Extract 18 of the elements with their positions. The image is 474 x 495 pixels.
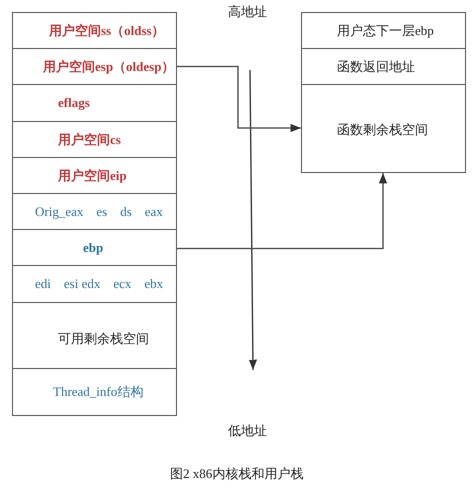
stack-cell: Orig_eax es ds eax (12, 193, 177, 230)
stack-cell: 用户态下一层ebp (301, 12, 466, 49)
stack-cell: eflags (12, 84, 177, 122)
stack-cell: edi esi edx ecx ebx (12, 265, 177, 303)
stack-cell: 用户空间ss（oldss） (12, 12, 177, 49)
stack-cell: 函数剩余栈空间 (301, 84, 466, 173)
stack-cell: Thread_info结构 (12, 368, 177, 416)
arrow (177, 173, 388, 250)
arrow (177, 66, 301, 132)
address-label: 高地址 (228, 3, 267, 21)
address-label: 低地址 (228, 422, 267, 440)
stack-cell: ebp (12, 229, 177, 266)
stack-cell: 用户空间cs (12, 121, 177, 158)
stack-cell: 用户空间esp（oldesp） (12, 48, 177, 85)
caption: 图2 x86内核栈和用户栈 (170, 465, 304, 483)
stack-cell: 用户空间eip (12, 157, 177, 194)
stack-cell: 可用剩余栈空间 (12, 302, 177, 369)
stack-cell: 函数返回地址 (301, 48, 466, 85)
